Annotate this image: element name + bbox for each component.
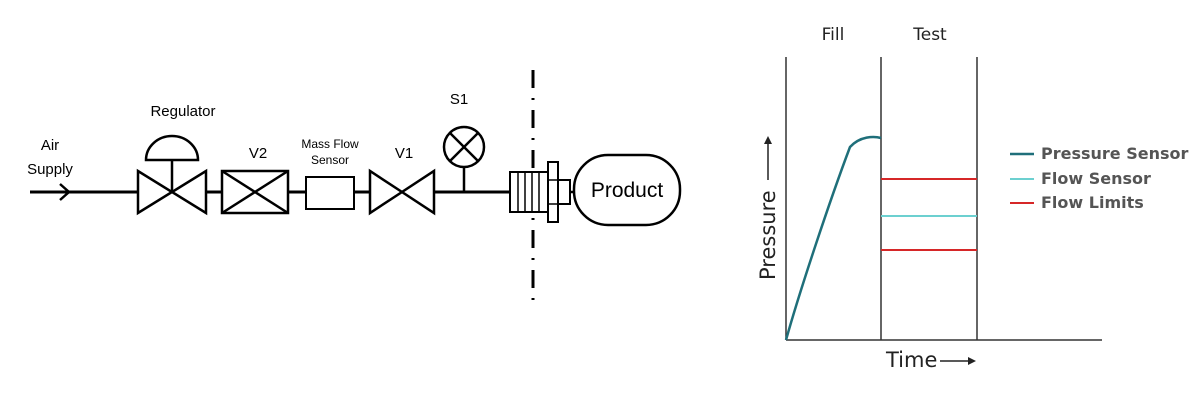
product-label: Product [591, 179, 664, 202]
pressure-sensor-curve [784, 135, 882, 341]
v2-label: V2 [249, 145, 267, 162]
mass-flow-sensor-label-line2: Sensor [311, 153, 349, 167]
y-axis-label-group: Pressure [756, 136, 780, 280]
regulator-label: Regulator [150, 103, 215, 120]
mass-flow-sensor-label-line1: Mass Flow [301, 137, 359, 151]
s1-gauge-icon [442, 125, 486, 169]
v2-valve [220, 169, 290, 215]
flow-arrow-icon [59, 183, 71, 201]
regulator-dome-icon [144, 134, 200, 162]
regulator-valve [136, 134, 208, 216]
v1-label: V1 [395, 145, 413, 162]
air-supply-label-line1: Air [41, 137, 59, 154]
s1-label: S1 [450, 91, 468, 108]
pressure-time-chart: Fill Test Pressure Time Pressure Sensor [756, 25, 1189, 372]
legend-label-flow-sensor: Flow Sensor [1041, 169, 1151, 188]
phase-label-test: Test [912, 25, 947, 45]
x-axis-label: Time [885, 348, 937, 372]
v1-valve [368, 168, 436, 216]
pneumatic-diagram: Air Supply Regulator V2 Mass Flow Sensor [27, 70, 682, 306]
product-vessel [572, 153, 682, 227]
legend-label-pressure-sensor: Pressure Sensor [1041, 144, 1189, 163]
mass-flow-sensor-box [305, 176, 355, 210]
legend-label-flow-limits: Flow Limits [1041, 193, 1144, 212]
air-supply-label-line2: Supply [27, 161, 73, 178]
connector-fitting [509, 161, 574, 223]
chart-legend: Pressure Sensor Flow Sensor Flow Limits [1010, 144, 1189, 212]
phase-label-fill: Fill [822, 25, 845, 45]
y-axis-label: Pressure [756, 190, 780, 280]
